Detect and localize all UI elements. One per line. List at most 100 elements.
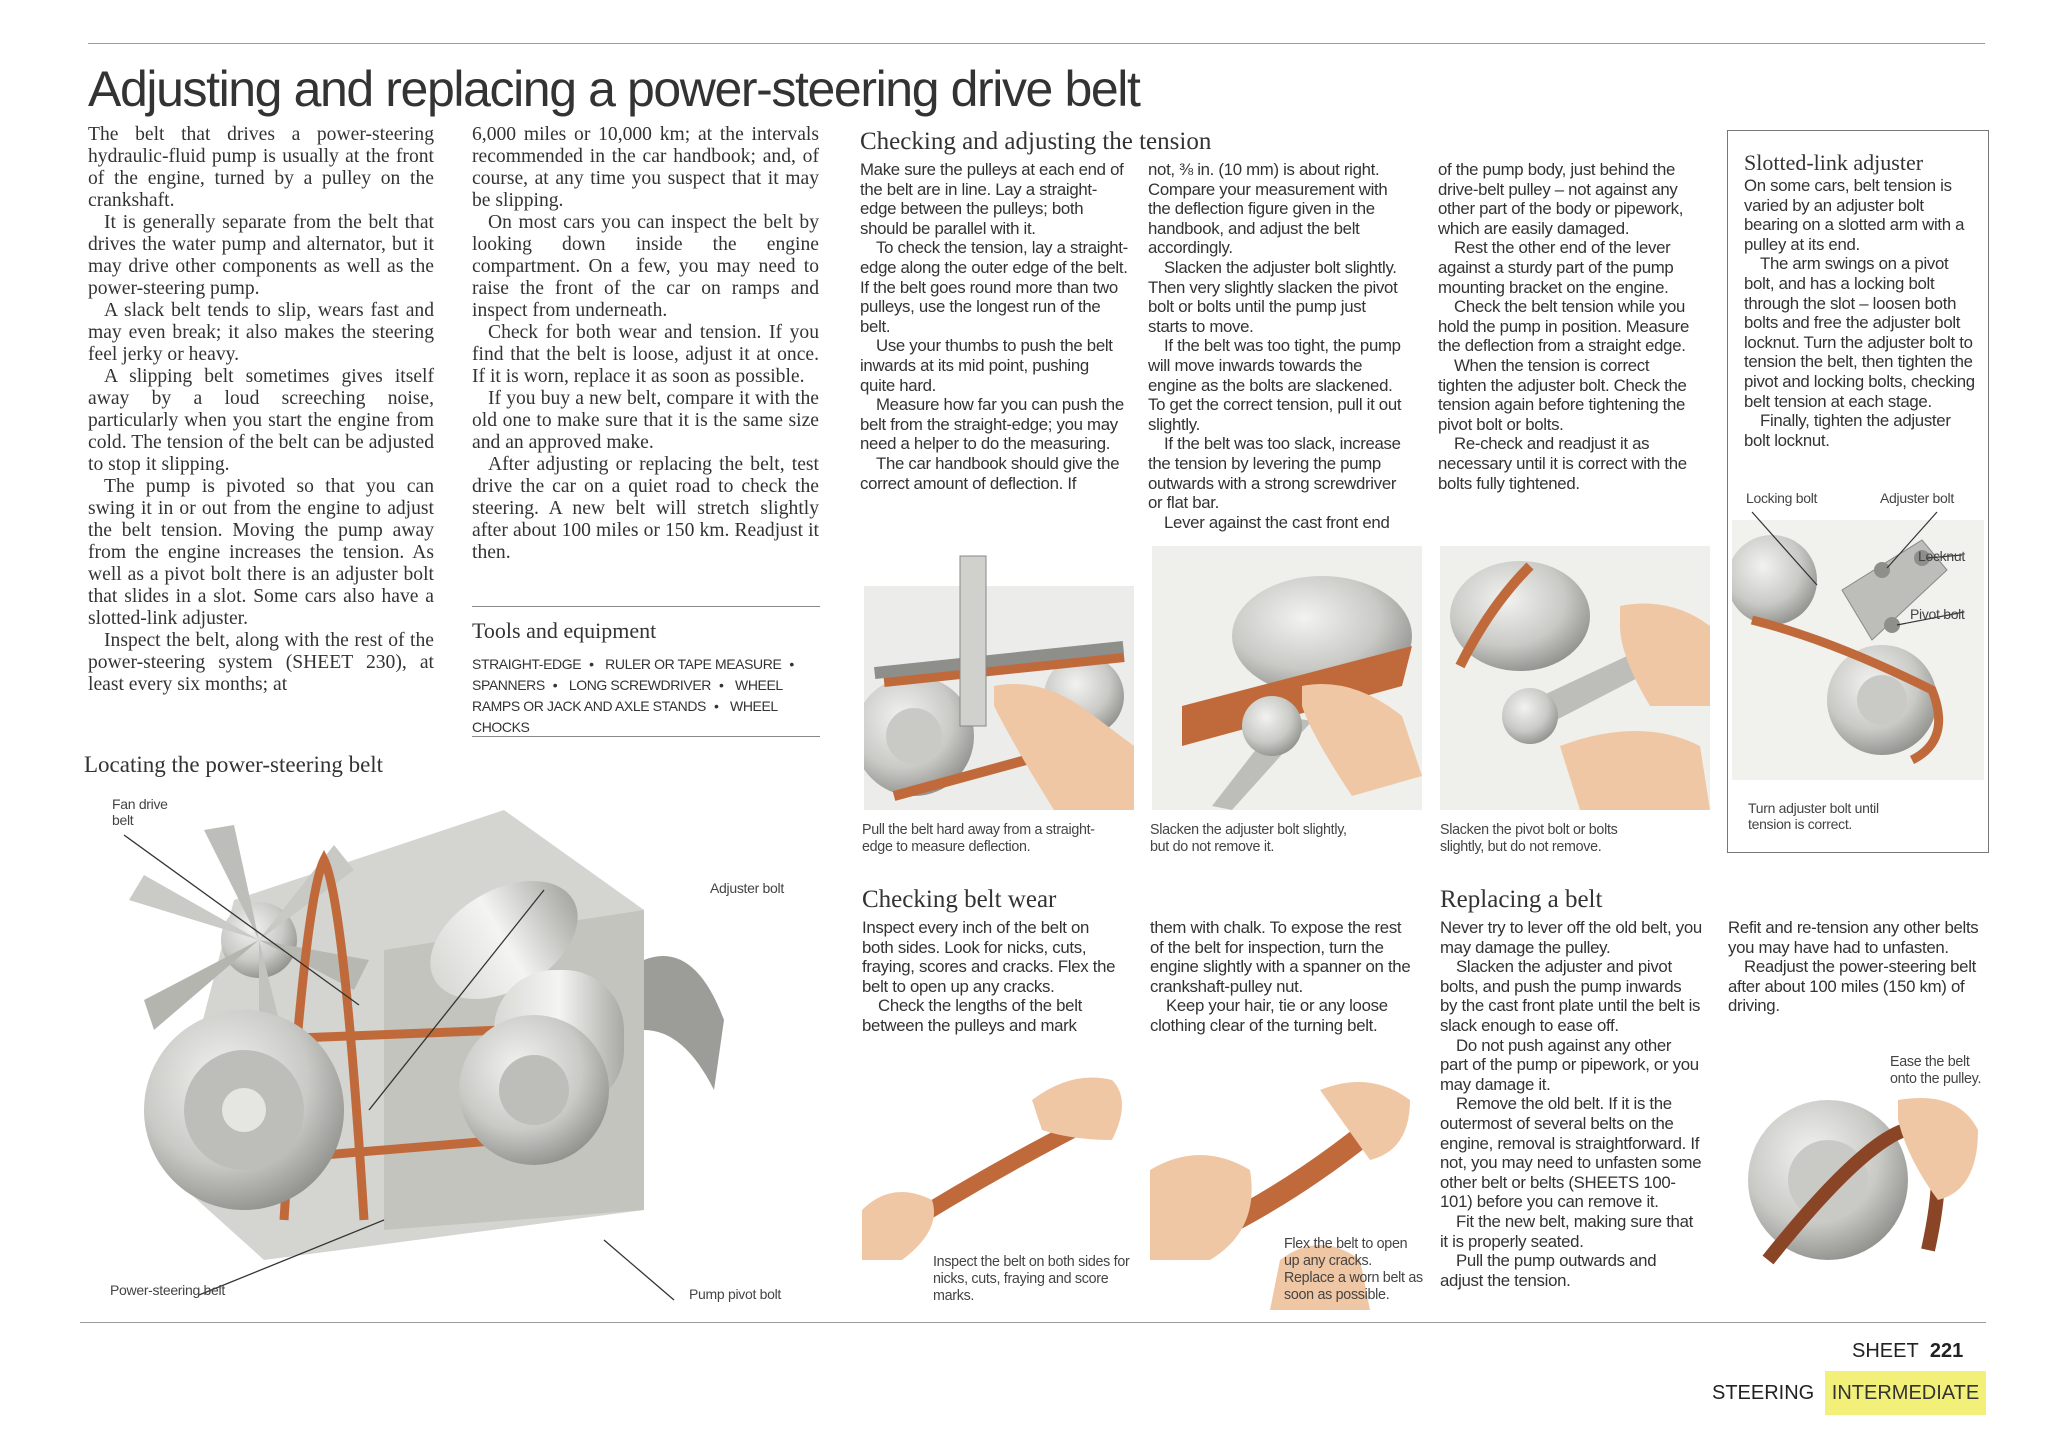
bolt-icon — [1914, 550, 1930, 566]
wear-column-1: Inspect every inch of the belt on both s… — [862, 918, 1124, 1036]
engine-illustration — [123, 810, 724, 1301]
tension-heading: Checking and adjusting the tension — [860, 128, 1212, 155]
wear-heading: Checking belt wear — [862, 886, 1057, 913]
sheet-number: SHEET 221 — [1852, 1340, 1963, 1363]
slotted-link-box — [1727, 130, 1989, 853]
slotted-paragraph: On some cars, belt tension is varied by … — [1744, 176, 1965, 254]
replacing-paragraph: Fit the new belt, making sure that it is… — [1440, 1211, 1693, 1251]
straight-edge-illustration — [864, 555, 1134, 810]
replacing-paragraph: Slacken the adjuster and pivot bolts, an… — [1440, 957, 1701, 1035]
tension-paragraph: The car handbook should give the correct… — [860, 453, 1120, 493]
bolt-icon — [1884, 617, 1900, 633]
wear-caption-1: Inspect the belt on both sides for nicks… — [933, 1254, 1130, 1304]
pivot-bolt-illustration — [1440, 546, 1710, 810]
label-pump-pivot-bolt: Pump pivot bolt — [689, 1286, 781, 1302]
intro-paragraph: After adjusting or replacing the belt, t… — [472, 454, 819, 563]
ease-belt-illustration — [1748, 1098, 1978, 1265]
replacing-paragraph: Never try to lever off the old belt, you… — [1440, 918, 1702, 957]
slotted-link-illustration — [1732, 511, 1984, 780]
bottom-rule — [80, 1322, 1986, 1323]
label-adjuster-bolt: Adjuster bolt — [710, 880, 784, 896]
intro-paragraph: Check for both wear and tension. If you … — [472, 322, 819, 387]
pump-pulley-icon — [459, 970, 624, 1165]
replacing-column-2: Refit and re-tension any other belts you… — [1728, 918, 1986, 1016]
replacing-caption: Ease the belt onto the pulley. — [1890, 1054, 1982, 1087]
slotted-heading: Slotted-link adjuster — [1744, 150, 1924, 175]
tools-heading: Tools and equipment — [472, 618, 657, 643]
tension-paragraph: Slacken the adjuster bolt slightly. Then… — [1148, 257, 1398, 336]
tension-paragraph: of the pump body, just behind the drive-… — [1438, 160, 1684, 238]
tools-list: Straight-edge• Ruler or tape measure• Sp… — [472, 656, 794, 735]
replacing-heading: Replacing a belt — [1440, 886, 1603, 913]
tool-item: Straight-edge — [472, 656, 582, 672]
slotted-paragraph: Finally, tighten the adjuster bolt lockn… — [1744, 411, 1951, 450]
intro-paragraph: The belt that drives a power-steering hy… — [88, 124, 434, 211]
wear-caption-2: Flex the belt to open up any cracks. Rep… — [1284, 1236, 1423, 1303]
pulley-icon — [1827, 645, 1937, 755]
tension-column-3: of the pump body, just behind the drive-… — [1438, 160, 1698, 493]
tool-item: Ruler or tape measure — [605, 656, 782, 672]
tension-paragraph: When the tension is correct tighten the … — [1438, 355, 1687, 434]
label-turn-adjuster: Turn adjuster bolt until tension is corr… — [1748, 800, 1879, 832]
tension-paragraph: Measure how far you can push the belt fr… — [860, 395, 1124, 454]
tension-paragraph: Lever against the cast front end — [1164, 512, 1390, 532]
top-rule — [88, 43, 1985, 44]
slotted-paragraph: The arm swings on a pivot bolt, and has … — [1744, 254, 1975, 411]
label-fan-drive-belt: Fan drive belt — [112, 796, 168, 828]
replacing-column-1: Never try to lever off the old belt, you… — [1440, 918, 1702, 1290]
tension-caption-1: Pull the belt hard away from a straight-… — [862, 822, 1095, 855]
tool-item: Spanners — [472, 677, 545, 693]
pulley-icon — [864, 676, 974, 796]
intro-column-2: 6,000 miles or 10,000 km; at the interva… — [472, 124, 819, 564]
bolt-icon — [1874, 562, 1890, 578]
intro-paragraph: A slipping belt sometimes gives itself a… — [88, 366, 434, 475]
intro-paragraph: On most cars you can inspect the belt by… — [472, 212, 819, 321]
label-locknut: Locknut — [1918, 548, 1965, 564]
level-badge: INTERMEDIATE — [1825, 1371, 1986, 1415]
flex-belt-illustration — [1150, 1082, 1410, 1310]
intro-paragraph: Inspect the belt, along with the rest of… — [88, 630, 434, 695]
ruler-icon — [959, 555, 987, 727]
replacing-paragraph: Remove the old belt. If it is the outerm… — [1440, 1094, 1702, 1212]
tools-bottom-rule — [472, 736, 820, 737]
wear-paragraph: Inspect every inch of the belt on both s… — [862, 918, 1116, 996]
wear-paragraph: Check the lengths of the belt between th… — [862, 996, 1082, 1035]
tension-paragraph: Use your thumbs to push the belt inwards… — [860, 336, 1113, 395]
tension-caption-3: Slacken the pivot bolt or bolts slightly… — [1440, 822, 1618, 855]
intro-paragraph: It is generally separate from the belt t… — [88, 212, 434, 299]
replacing-paragraph: Readjust the power-steering belt after a… — [1728, 957, 1976, 1016]
tension-paragraph: If the belt was too tight, the pump will… — [1148, 336, 1402, 434]
tools-top-rule — [472, 606, 820, 607]
slotted-text: On some cars, belt tension is varied by … — [1744, 176, 1976, 450]
intro-paragraph: The pump is pivoted so that you can swin… — [88, 476, 434, 629]
replacing-paragraph: Pull the pump outwards and adjust the te… — [1440, 1251, 1657, 1290]
intro-paragraph: If you buy a new belt, compare it with t… — [472, 388, 819, 453]
tool-item: Wheel chocks — [472, 698, 778, 735]
sheet-label: SHEET — [1852, 1340, 1919, 1362]
pump-pulley-icon — [1450, 561, 1590, 671]
tension-paragraph: If the belt was too slack, increase the … — [1148, 434, 1401, 513]
tension-paragraph: not, ⅜ in. (10 mm) is about right. Compa… — [1148, 160, 1388, 258]
tension-paragraph: Rest the other end of the lever against … — [1438, 238, 1674, 297]
wear-paragraph: Keep your hair, tie or any loose clothin… — [1150, 996, 1388, 1035]
tool-item: Long screwdriver — [568, 677, 712, 693]
label-power-steering-belt: Power-steering belt — [110, 1282, 225, 1298]
tension-caption-2: Slacken the adjuster bolt slightly, but … — [1150, 822, 1347, 855]
inspect-belt-illustration — [862, 1077, 1122, 1260]
wear-paragraph: them with chalk. To expose the rest of t… — [1150, 918, 1411, 996]
intro-paragraph: 6,000 miles or 10,000 km; at the interva… — [472, 124, 819, 211]
crankshaft-pulley-icon — [144, 1010, 344, 1210]
section-label: STEERING — [1712, 1382, 1815, 1404]
tension-paragraph: Make sure the pulleys at each end of the… — [860, 160, 1124, 238]
tool-item: Wheel ramps or jack and axle stands — [472, 677, 783, 714]
locating-heading: Locating the power-steering belt — [84, 752, 384, 777]
tension-paragraph: Check the belt tension while you hold th… — [1438, 297, 1689, 356]
tension-column-1: Make sure the pulleys at each end of the… — [860, 160, 1128, 493]
label-locking-bolt: Locking bolt — [1746, 490, 1818, 506]
tension-paragraph: Re-check and readjust it as necessary un… — [1438, 434, 1687, 493]
sheet-number-value: 221 — [1929, 1340, 1964, 1362]
label-pivot-bolt: Pivot bolt — [1910, 606, 1965, 622]
tension-column-2: not, ⅜ in. (10 mm) is about right. Compa… — [1148, 160, 1408, 532]
spanner-icon — [1212, 696, 1312, 810]
replacing-paragraph: Refit and re-tension any other belts you… — [1728, 918, 1979, 957]
